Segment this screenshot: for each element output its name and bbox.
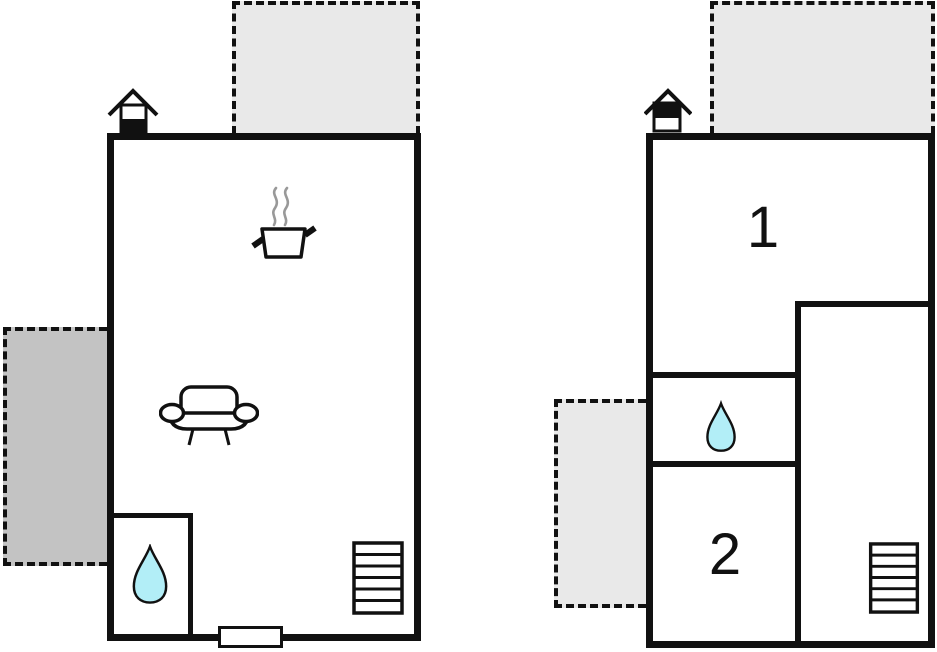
plan-upper-floor: 1 2 (468, 0, 937, 652)
wall-bathroom-top (653, 372, 795, 378)
water-drop-icon (706, 399, 736, 452)
room-outline (646, 133, 935, 648)
room-label-2: 2 (708, 522, 742, 587)
room-label-1: 1 (746, 195, 780, 260)
door-symbol (218, 626, 283, 648)
water-drop-icon (132, 544, 168, 604)
chimney-icon (644, 88, 692, 133)
wall-landing-vertical (795, 301, 801, 641)
patio-dashed-area (3, 327, 107, 566)
terrace-dashed-area (232, 1, 420, 134)
sofa-icon (159, 385, 259, 446)
stairs-icon (868, 542, 920, 614)
plan-ground-floor (0, 0, 468, 652)
bathroom-partition (114, 513, 193, 634)
chimney-icon (107, 88, 159, 134)
wall-landing-top (801, 301, 928, 307)
wall-bathroom-bottom (653, 461, 795, 467)
steam-pot-icon (251, 186, 317, 259)
stairs-icon (352, 541, 404, 615)
patio-dashed-area (554, 399, 646, 608)
terrace-dashed-area (710, 1, 935, 134)
